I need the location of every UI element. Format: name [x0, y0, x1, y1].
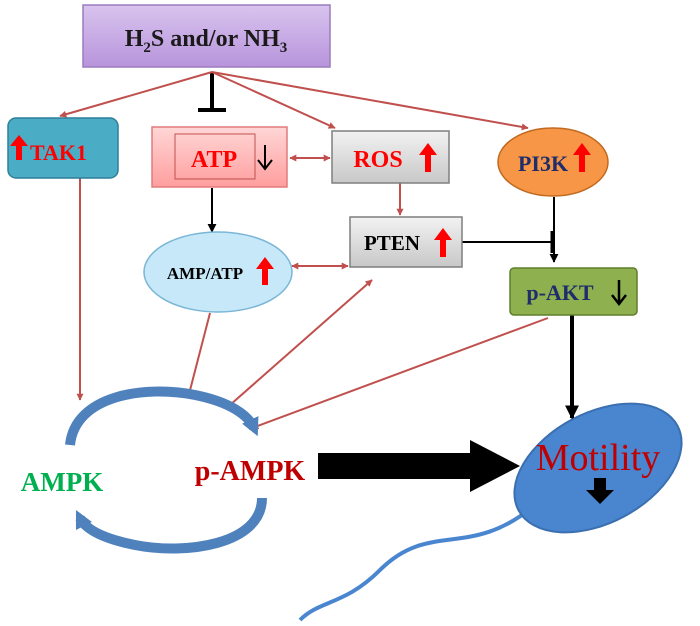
tak1-node: TAK1: [7, 117, 119, 179]
pten-node: PTEN: [349, 216, 463, 268]
atp-down-arrow: [257, 145, 273, 171]
amp-atp-node: AMP/ATP: [143, 231, 293, 313]
ros-label: ROS: [353, 147, 402, 173]
cycle-arrow-bottom: [75, 497, 267, 554]
arrow-source-to-pi3k: [211, 71, 529, 131]
arrow-amp-to-pampk: [186, 312, 211, 399]
arrow-pakt-to-pampk: [251, 317, 549, 430]
source-label-sub1: 2: [143, 40, 151, 56]
sperm-head: [513, 402, 683, 534]
arrow-pampk-to-pten: [229, 279, 373, 406]
tak1-up-arrow: [10, 135, 28, 160]
p-akt-label: p-AKT: [526, 280, 594, 305]
p-akt-node: p-AKT: [509, 267, 638, 316]
tak1-label: TAK1: [30, 140, 87, 165]
source-label-h: H: [125, 26, 144, 52]
pten-up-arrow: [434, 228, 452, 257]
ros-up-arrow: [419, 143, 437, 172]
p-akt-down-arrow: [611, 280, 627, 307]
arrow-source-to-ros: [211, 71, 336, 129]
motility-down-arrow: [586, 478, 614, 504]
cycle-arrow-top: [65, 386, 259, 446]
arrow-pampk-to-motility: [318, 440, 520, 492]
source-node: H2S and/or NH3: [82, 4, 331, 68]
p-ampk-label: p-AMPK: [195, 456, 306, 487]
svg-text:H2S and/or NH3: H2S and/or NH3: [125, 26, 288, 56]
atp-label: ATP: [191, 147, 237, 173]
ros-node: ROS: [331, 130, 450, 184]
source-label-sub2: 3: [280, 40, 288, 56]
sperm-tail: [298, 503, 537, 622]
pi3k-label: PI3K: [518, 151, 568, 176]
ampk-label: AMPK: [21, 467, 103, 497]
motility-label: Motility: [536, 437, 661, 479]
atp-node: ATP: [151, 126, 288, 188]
pten-label: PTEN: [364, 231, 420, 255]
pi3k-up-arrow: [573, 143, 591, 172]
arrow-source-to-tak1: [59, 71, 213, 118]
amp-atp-up-arrow: [256, 257, 274, 285]
amp-atp-label: AMP/ATP: [167, 264, 243, 283]
source-label-mid: S and/or NH: [151, 26, 280, 52]
pi3k-node: PI3K: [497, 127, 609, 197]
